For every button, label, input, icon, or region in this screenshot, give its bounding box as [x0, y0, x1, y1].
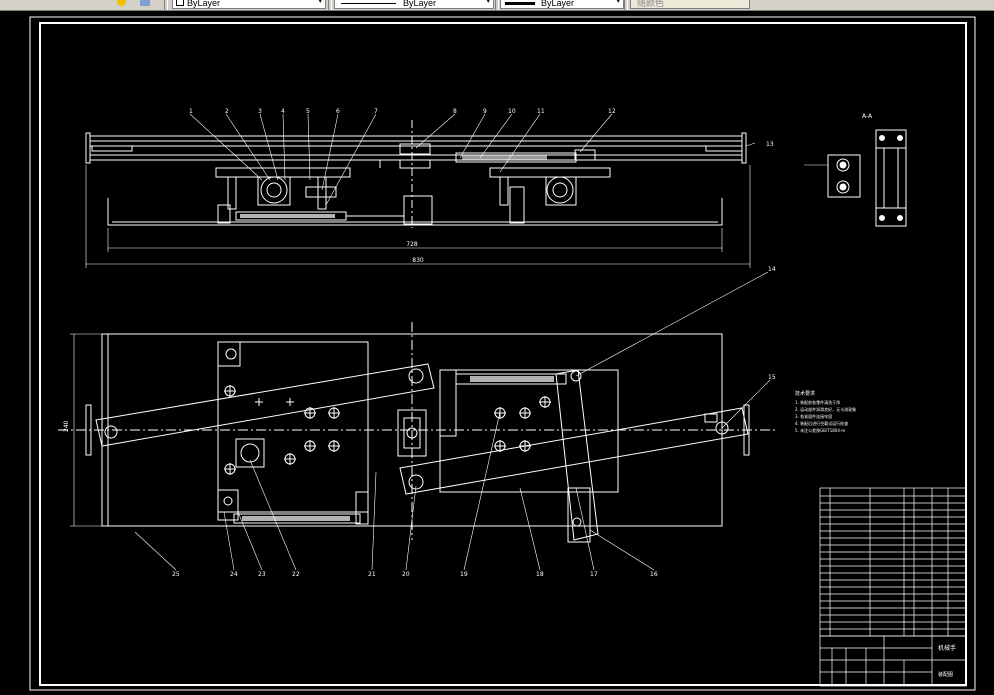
cad-drawing-canvas[interactable]: 728 830 1 2 3 4 5 6 7 8 9 — [0, 10, 994, 695]
color-dropdown[interactable]: ByLayer ▾ — [172, 0, 326, 9]
chevron-down-icon[interactable]: ▾ — [616, 0, 620, 5]
title-block — [819, 635, 967, 687]
title-block-sub: 装配图 — [938, 671, 953, 678]
section-label: A-A — [862, 113, 873, 120]
linetype-dropdown[interactable]: ByLayer ▾ — [334, 0, 494, 9]
tech-note-3: 3. 各紧固件连接牢固 — [795, 413, 832, 419]
callout-12: 12 — [608, 108, 616, 115]
section-a-a-view — [804, 129, 907, 227]
callout-17: 17 — [590, 571, 598, 578]
callout-14: 14 — [768, 266, 776, 273]
dimension-830: 830 — [412, 257, 424, 264]
callout-11: 11 — [537, 108, 545, 115]
tech-notes-title: 技术要求 — [795, 390, 815, 397]
callout-5: 5 — [306, 108, 310, 115]
top-callout-leaders — [189, 113, 756, 206]
callout-13: 13 — [766, 141, 774, 148]
properties-toolbar: ByLayer ▾ ByLayer ▾ ByLayer ▾ 随颜色 — [0, 0, 994, 11]
title-block-name: 机械手 — [938, 644, 956, 652]
lineweight-preview-icon — [505, 2, 535, 5]
callout-4: 4 — [281, 108, 285, 115]
tech-note-2: 2. 运动部件润滑良好，无卡滞现象 — [795, 406, 856, 412]
tech-note-4: 4. 装配后进行空载试运行检查 — [795, 420, 848, 426]
layer-tools[interactable] — [0, 0, 60, 8]
dimension-728: 728 — [406, 241, 418, 248]
sheet-inner-border — [39, 22, 967, 686]
front-view — [85, 120, 751, 268]
plan-callout-leaders — [134, 271, 771, 571]
tech-note-1: 1. 装配前各零件清洗干净 — [795, 399, 840, 405]
layer-cube-icon[interactable] — [140, 0, 150, 6]
callout-15: 15 — [768, 374, 776, 381]
callout-8: 8 — [453, 108, 457, 115]
chevron-down-icon[interactable]: ▾ — [318, 0, 322, 5]
color-dropdown-label: ByLayer — [187, 0, 221, 8]
callout-10: 10 — [508, 108, 516, 115]
toolbar-separator — [495, 0, 499, 10]
callout-21: 21 — [368, 571, 376, 578]
top-callouts: 1 2 3 4 5 6 7 8 9 10 11 12 13 — [189, 108, 774, 148]
callout-16: 16 — [650, 571, 658, 578]
plan-view — [58, 322, 776, 543]
plotstyle-dropdown[interactable]: 随颜色 — [630, 0, 750, 9]
callout-9: 9 — [483, 108, 487, 115]
linetype-preview-icon — [341, 3, 396, 4]
parts-list-table — [819, 487, 967, 637]
plan-callouts: 14 15 25 24 23 22 21 20 19 18 17 16 — [172, 266, 776, 578]
callout-18: 18 — [536, 571, 544, 578]
callout-20: 20 — [402, 571, 410, 578]
lineweight-dropdown-label: ByLayer — [541, 0, 575, 8]
callout-23: 23 — [258, 571, 266, 578]
linetype-dropdown-label: ByLayer — [403, 0, 437, 8]
chevron-down-icon[interactable]: ▾ — [486, 0, 490, 5]
callout-19: 19 — [460, 571, 468, 578]
callout-7: 7 — [374, 108, 378, 115]
layer-state-icon[interactable] — [117, 0, 126, 6]
callout-25: 25 — [172, 571, 180, 578]
plotstyle-dropdown-label: 随颜色 — [637, 0, 665, 8]
dimension-240: 240 — [63, 420, 70, 432]
callout-24: 24 — [230, 571, 238, 578]
technical-notes: 技术要求 1. 装配前各零件清洗干净 2. 运动部件润滑良好，无卡滞现象 3. … — [795, 390, 856, 433]
sheet-outer-border — [29, 16, 976, 691]
toolbar-separator — [624, 0, 628, 10]
color-swatch-icon — [176, 0, 184, 6]
callout-6: 6 — [336, 108, 340, 115]
callout-3: 3 — [258, 108, 262, 115]
tech-note-5: 5. 未注公差按GB/T1804-m — [795, 427, 845, 433]
callout-1: 1 — [189, 108, 193, 115]
callout-22: 22 — [292, 571, 300, 578]
toolbar-separator — [164, 0, 168, 10]
callout-2: 2 — [225, 108, 229, 115]
lineweight-dropdown[interactable]: ByLayer ▾ — [500, 0, 624, 9]
toolbar-separator — [328, 0, 332, 10]
